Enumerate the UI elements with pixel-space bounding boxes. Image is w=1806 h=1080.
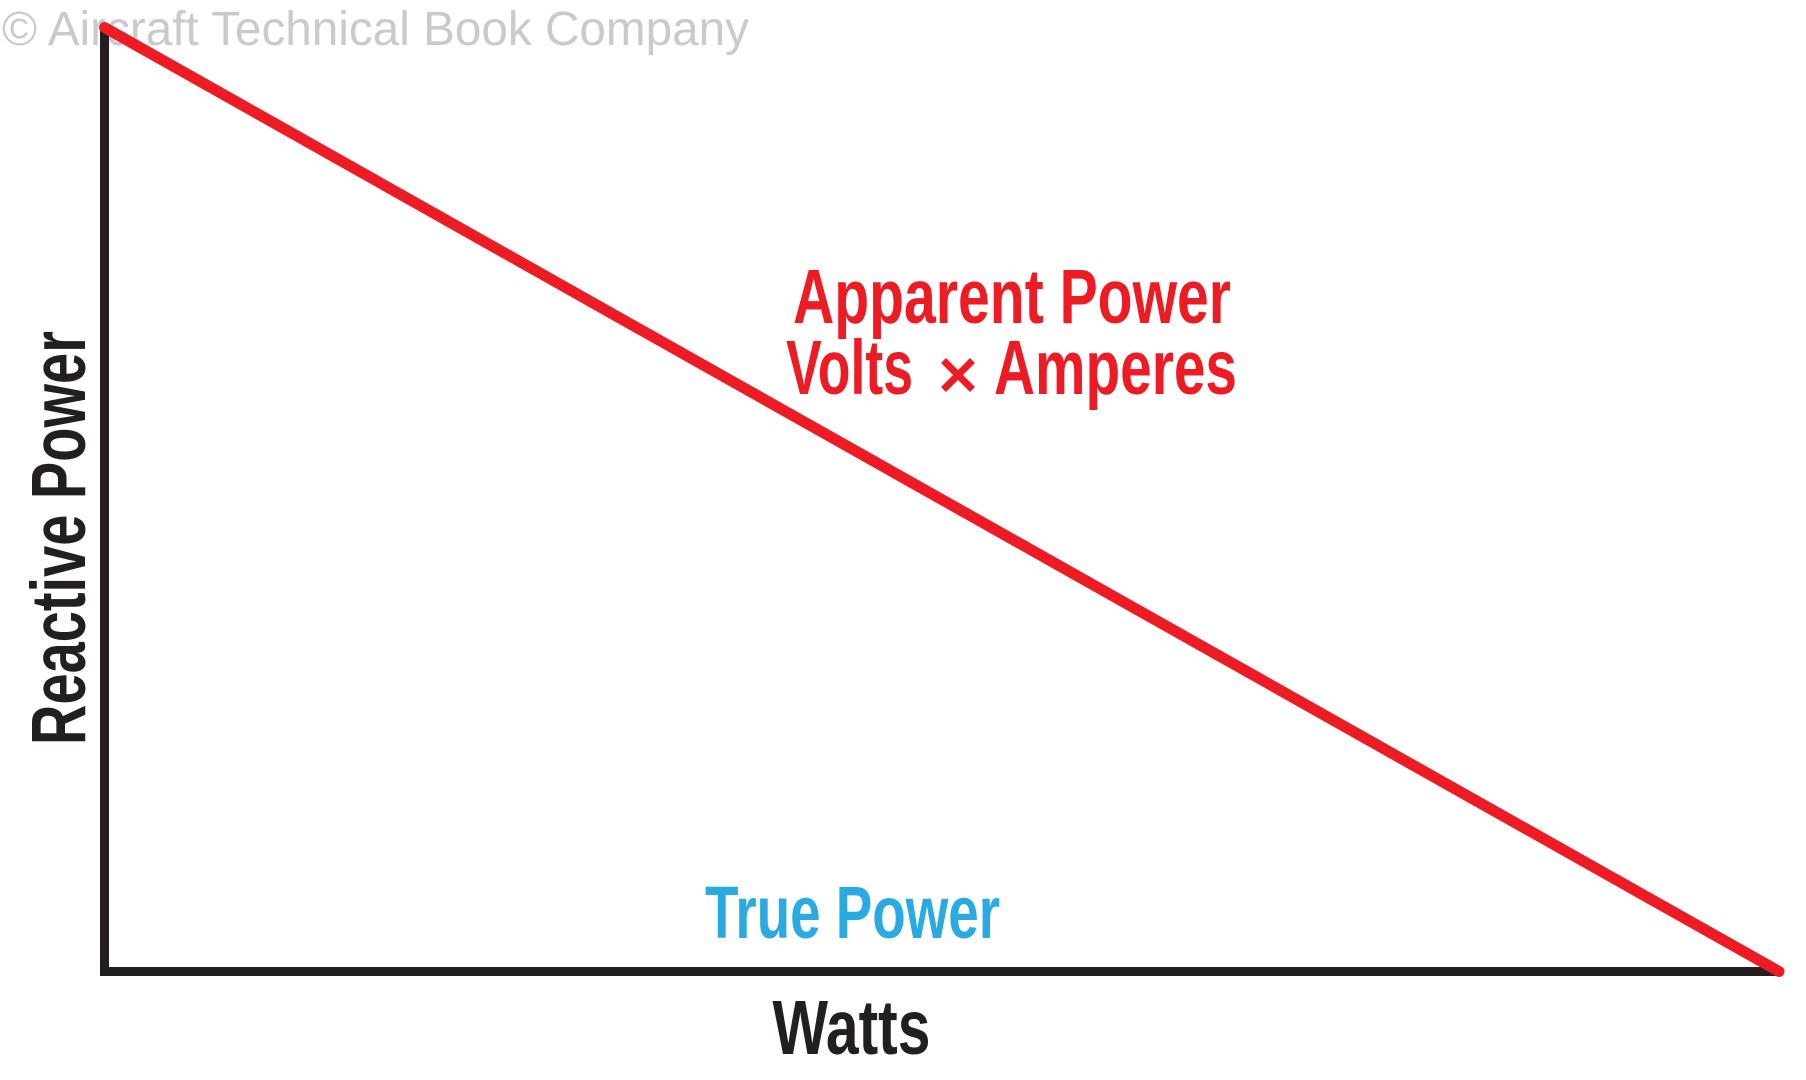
svg-text:Reactive Power: Reactive Power [16, 331, 102, 745]
svg-text:© Aircraft Technical Book Comp: © Aircraft Technical Book Company [2, 3, 749, 56]
svg-text:Watts: Watts [773, 985, 931, 1071]
svg-text:Apparent Power: Apparent Power [793, 254, 1231, 340]
svg-text:True Power: True Power [705, 871, 1000, 954]
svg-text:Amperes: Amperes [994, 325, 1237, 411]
svg-text:Volts: Volts [786, 325, 913, 411]
